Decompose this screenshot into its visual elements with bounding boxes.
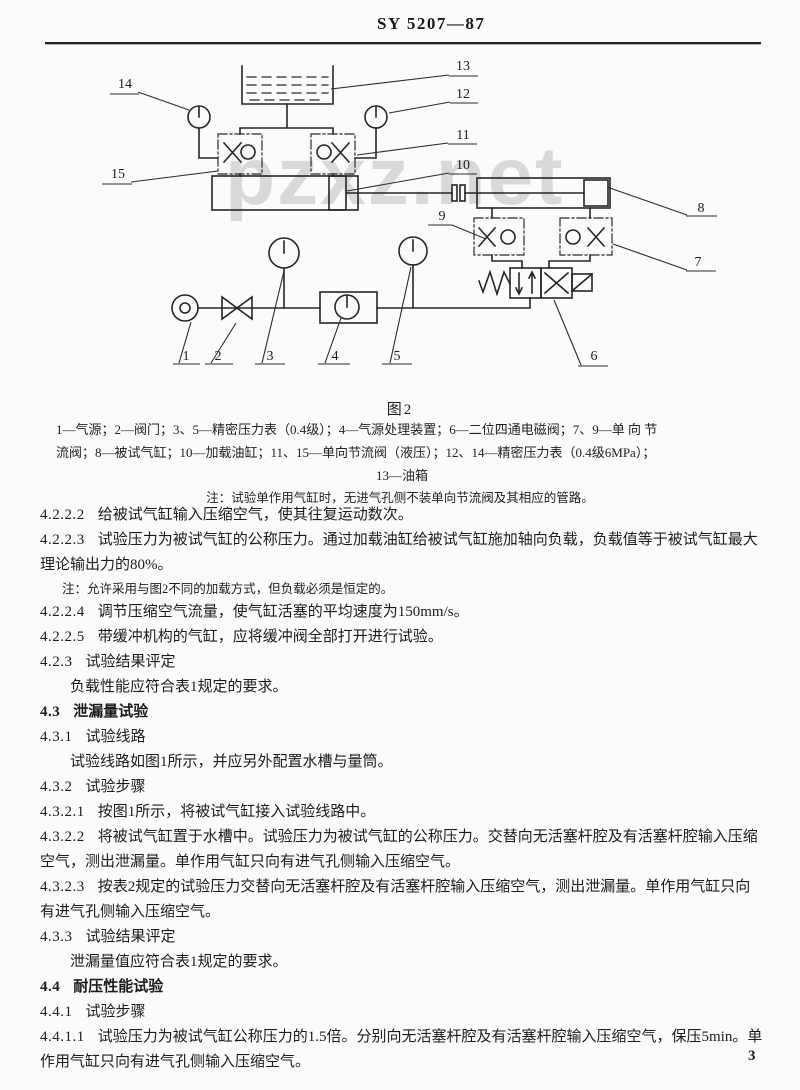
section-text: 带缓冲机构的气缸，应将缓冲阀全部打开进行试验。 [97, 629, 443, 645]
figure-caption: 图2 [386, 402, 414, 418]
section-text: 耐压性能试验 [73, 979, 164, 995]
diagram-label-14: 14 [118, 77, 132, 92]
figure-legend: 1—气源；2—阀门；3、5—精密压力表（0.4级）；4—气源处理装置；6—二位四… [56, 418, 748, 487]
section-number: 4.4 [40, 979, 61, 995]
spring-symbol [477, 269, 512, 297]
diagram-label-10: 10 [456, 158, 470, 173]
legend-line-2: 流阀；8—被试气缸；10—加载油缸；11、15—单向节流阀（液压）；12、14—… [56, 445, 656, 460]
section-text: 按图1所示，将被试气缸接入试验线路中。 [97, 804, 376, 820]
section-number: 4.3.2.2 [40, 829, 85, 845]
throttle-valve-9 [473, 217, 525, 256]
section-number: 4.3 [40, 704, 61, 720]
diagram-label-15: 15 [111, 167, 125, 182]
section-text: 试验结果评定 [85, 654, 176, 670]
section-text: 试验步骤 [85, 1004, 146, 1020]
section-text: 试验结果评定 [85, 929, 176, 945]
legend-line-3: 13—油箱 [375, 468, 428, 483]
diagram-label-4: 4 [332, 349, 339, 364]
solenoid-valve [509, 267, 542, 299]
section-4-3-2: 4.3.2 试验步骤 [40, 775, 764, 800]
paragraph: 泄漏量值应符合表1规定的要求。 [70, 954, 288, 970]
page-number: 3 [748, 1048, 756, 1064]
section-number: 4.2.2.5 [40, 629, 85, 645]
shutoff-valve [221, 295, 253, 321]
diagram-label-1: 1 [183, 349, 190, 364]
section-text: 给被试气缸输入压缩空气，使其往复运动数次。 [97, 507, 413, 523]
section-4-3: 4.3 泄漏量试验 [40, 700, 764, 725]
diagram-label-11: 11 [456, 128, 469, 143]
diagram-labels: 1 2 3 4 5 6 7 8 9 10 11 12 13 14 15 [111, 59, 705, 364]
diagram-label-3: 3 [267, 349, 274, 364]
diagram-label-9: 9 [439, 209, 446, 224]
diagram-label-13: 13 [456, 59, 470, 74]
section-text: 按表2规定的试验压力交替向无活塞杆腔及有活塞杆腔输入压缩空气，测出泄漏量。单作用… [40, 879, 751, 920]
air-treatment-unit [319, 291, 378, 324]
section-4-2-2-2: 4.2.2.2 给被试气缸输入压缩空气，使其往复运动数次。 [40, 503, 764, 528]
section-text: 泄漏量试验 [73, 704, 149, 720]
section-number: 4.3.2 [40, 779, 73, 795]
section-number: 4.2.2.2 [40, 507, 85, 523]
paragraph: 试验线路如图1所示，并应另外配置水槽与量筒。 [70, 754, 393, 770]
section-number: 4.4.1.1 [40, 1029, 85, 1045]
section-4-2-3: 4.2.3 试验结果评定 [40, 650, 764, 675]
header-rule [45, 42, 761, 44]
section-text: 试验压力为被试气缸的公称压力。通过加载油缸给被试气缸施加轴向负载，负载值等于被试… [40, 532, 758, 573]
section-number: 4.3.3 [40, 929, 73, 945]
throttle-valve-11 [310, 133, 356, 175]
legend-line-1: 1—气源；2—阀门；3、5—精密压力表（0.4级）；4—气源处理装置；6—二位四… [56, 422, 658, 437]
air-source [171, 294, 199, 322]
section-text: 试验压力为被试气缸公称压力的1.5倍。分别向无活塞杆腔及有活塞杆腔输入压缩空气，… [40, 1029, 763, 1070]
tank-piping [239, 103, 334, 177]
solenoid-coil [571, 273, 593, 292]
rod-coupling [451, 184, 458, 202]
inline-note: 注：允许采用与图2不同的加载方式，但负载必须是恒定的。 [62, 582, 394, 596]
section-number: 4.2.3 [40, 654, 73, 670]
diagram-label-7: 7 [695, 255, 702, 270]
section-text: 调节压缩空气流量，使气缸活塞的平均速度为150mm/s。 [97, 604, 469, 620]
section-number: 4.3.2.1 [40, 804, 85, 820]
throttle-valve-7 [559, 217, 613, 256]
section-number: 4.2.2.3 [40, 532, 85, 548]
throttle-valve-15 [217, 133, 263, 175]
oil-level-lines [246, 76, 329, 101]
diagram-label-12: 12 [456, 87, 470, 102]
diagram-label-5: 5 [394, 349, 401, 364]
leader-lines [102, 74, 717, 367]
figure-note: 注：试验单作用气缸时，无进气孔侧不装单向节流阀及其相应的管路。 [206, 491, 594, 505]
section-4-4: 4.4 耐压性能试验 [40, 975, 764, 1000]
section-number: 4.3.2.3 [40, 879, 85, 895]
section-4-2-2-5: 4.2.2.5 带缓冲机构的气缸，应将缓冲阀全部打开进行试验。 [40, 625, 764, 650]
section-number: 4.2.2.4 [40, 604, 85, 620]
section-4-3-3: 4.3.3 试验结果评定 [40, 925, 764, 950]
section-4-4-1: 4.4.1 试验步骤 [40, 1000, 764, 1025]
section-text: 试验步骤 [85, 779, 146, 795]
standard-number: SY 5207—87 [377, 14, 486, 33]
section-text: 试验线路 [85, 729, 146, 745]
section-number: 4.3.1 [40, 729, 73, 745]
section-4-3-2-1: 4.3.2.1 按图1所示，将被试气缸接入试验线路中。 [40, 800, 764, 825]
figure-2-diagram: 1 2 3 4 5 6 7 8 9 10 11 12 13 14 15 [102, 59, 717, 367]
section-4-2-2-4: 4.2.2.4 调节压缩空气流量，使气缸活塞的平均速度为150mm/s。 [40, 600, 764, 625]
loading-cylinder [211, 175, 359, 211]
section-number: 4.4.1 [40, 1004, 73, 1020]
section-text: 将被试气缸置于水槽中。试验压力为被试气缸的公称压力。交替向无活塞杆腔及有活塞杆腔… [40, 829, 758, 870]
diagram-label-2: 2 [215, 349, 222, 364]
section-4-3-1: 4.3.1 试验线路 [40, 725, 764, 750]
paragraph: 负载性能应符合表1规定的要求。 [70, 679, 288, 695]
diagram-label-6: 6 [591, 349, 598, 364]
diagram-label-8: 8 [698, 201, 705, 216]
